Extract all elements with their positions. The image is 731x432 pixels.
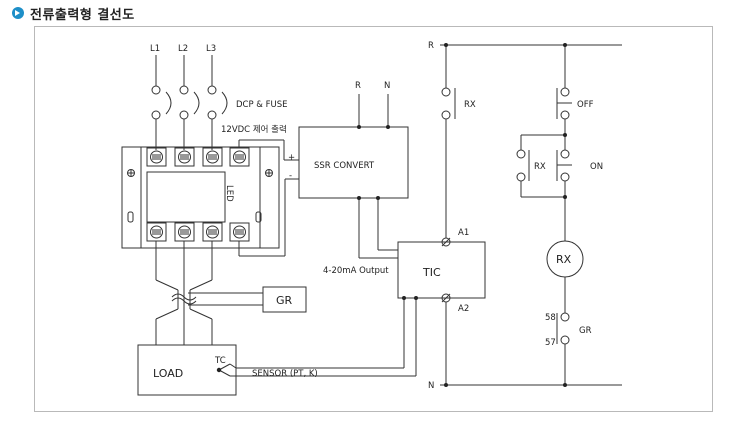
label-rail-r: R — [428, 41, 434, 51]
label-on: ON — [590, 162, 603, 172]
label-contact-58: 58 — [545, 313, 556, 323]
tic-controller — [218, 237, 486, 377]
three-phase-lines — [155, 55, 213, 150]
label-plus: + — [288, 153, 295, 163]
diagram-labels: L1 L2 L3 DCP & FUSE 12VDC 제어 출력 + - SSR … — [150, 41, 603, 391]
label-load: LOAD — [153, 367, 183, 380]
ssr-module — [121, 146, 280, 249]
section-title: 전류출력형 결선도 — [30, 7, 135, 23]
bullet-arrow-icon — [12, 7, 24, 19]
label-ssr-n: N — [384, 81, 390, 91]
fuse-terminals — [151, 85, 228, 120]
label-gr-contact: GR — [579, 326, 592, 336]
label-rx-coil: RX — [556, 253, 572, 266]
ssr-converter — [298, 94, 409, 259]
label-l1: L1 — [150, 44, 160, 54]
load-wiring — [155, 241, 263, 345]
label-rx-contact: RX — [464, 100, 476, 110]
label-l2: L2 — [178, 44, 188, 54]
label-rail-n: N — [428, 381, 434, 391]
label-4-20ma-output: 4-20mA Output — [323, 266, 389, 276]
ssr-terminals — [146, 147, 250, 242]
gr-box — [262, 286, 307, 313]
control-wiring — [238, 139, 299, 257]
label-rx-parallel: RX — [534, 162, 546, 172]
label-minus: - — [289, 171, 292, 181]
sensor-junctions — [216, 296, 418, 373]
label-off: OFF — [577, 100, 594, 110]
control-rails — [440, 44, 622, 386]
label-control-output: 12VDC 제어 출력 — [221, 124, 287, 135]
label-l3: L3 — [206, 44, 216, 54]
label-ssr-r: R — [355, 81, 361, 91]
label-contact-57: 57 — [545, 338, 556, 348]
label-a2: A2 — [458, 304, 469, 314]
label-sensor: SENSOR (PT, K) — [252, 369, 318, 379]
load-box — [137, 344, 237, 396]
label-ssr-convert: SSR CONVERT — [314, 161, 375, 171]
label-gr-box: GR — [276, 294, 293, 307]
rail-junctions — [444, 43, 567, 387]
label-a1: A1 — [458, 228, 469, 238]
label-led: LED — [224, 185, 234, 202]
label-dcp-fuse: DCP & FUSE — [236, 100, 288, 110]
converter-junctions — [357, 125, 390, 200]
label-tic: TIC — [422, 266, 441, 279]
section-header: 전류출력형 결선도 — [12, 3, 135, 23]
label-tc: TC — [214, 356, 226, 366]
